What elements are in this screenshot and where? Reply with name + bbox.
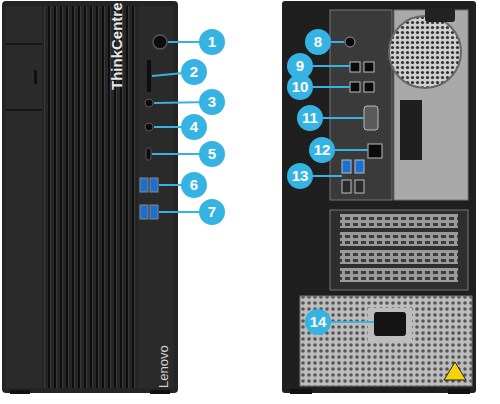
expansion-area — [330, 210, 468, 290]
display-port — [364, 62, 374, 72]
callout-number: 2 — [181, 59, 207, 85]
foot — [150, 390, 170, 394]
foot — [448, 389, 470, 394]
callout-number: 14 — [305, 309, 331, 335]
display-port — [350, 62, 360, 72]
brand-text: Lenovo — [156, 345, 171, 388]
power-supply — [300, 296, 472, 386]
callout-number: 1 — [199, 29, 225, 55]
power-button — [153, 35, 167, 49]
slot-cover — [340, 214, 458, 228]
port-panel — [138, 6, 174, 388]
usb-port — [140, 205, 148, 219]
thumb-screw — [425, 8, 455, 22]
usb-c-port — [146, 148, 151, 160]
slot-cover — [340, 250, 458, 264]
socket-plate — [368, 308, 412, 342]
usb-port — [342, 160, 351, 173]
audio-jack — [145, 123, 153, 131]
display-port — [364, 82, 374, 92]
front-body — [2, 1, 178, 393]
callout-number: 7 — [199, 199, 225, 225]
callout-number: 13 — [287, 163, 313, 189]
brand-text: ThinkCentre — [108, 2, 125, 90]
drive-eject — [34, 70, 37, 84]
display-port — [350, 82, 360, 92]
callout-number: 11 — [297, 105, 323, 131]
drive-panel — [6, 6, 42, 388]
serial-port — [364, 106, 378, 130]
lock-bracket — [400, 100, 422, 160]
drive-seam — [6, 43, 42, 45]
usb-port — [150, 178, 158, 192]
usb-port — [355, 180, 364, 193]
callout-number: 6 — [181, 172, 207, 198]
foot — [10, 390, 30, 394]
callout-number: 10 — [287, 74, 313, 100]
drive-seam — [6, 109, 42, 111]
rear-view — [282, 1, 476, 394]
callout-number: 5 — [199, 141, 225, 167]
usb-port — [342, 180, 351, 193]
io-plate — [330, 10, 392, 200]
ethernet-port — [368, 144, 382, 158]
audio-jack — [345, 37, 355, 47]
card-reader — [147, 60, 151, 92]
callout-number: 3 — [199, 89, 225, 115]
warning-symbol — [444, 362, 466, 380]
front-view — [2, 1, 178, 394]
usb-port — [355, 160, 364, 173]
slot-cover — [340, 268, 458, 282]
audio-jack — [145, 99, 153, 107]
rear-body — [282, 1, 476, 393]
leader-lines — [152, 42, 374, 322]
callout-number: 12 — [309, 137, 335, 163]
slot-cover — [340, 232, 458, 246]
fan-grill — [389, 16, 461, 88]
usb-port — [140, 178, 148, 192]
usb-port — [150, 205, 158, 219]
foot — [290, 389, 312, 394]
callout-number: 8 — [305, 29, 331, 55]
power-socket — [374, 312, 406, 336]
callout-number: 4 — [181, 114, 207, 140]
